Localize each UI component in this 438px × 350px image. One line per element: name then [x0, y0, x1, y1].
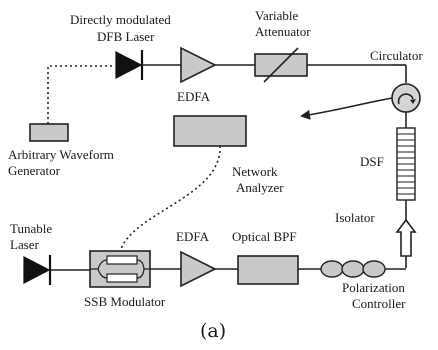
attenuator-label-1: Variable: [255, 8, 299, 23]
optical-bpf-label: Optical BPF: [232, 229, 297, 244]
attenuator-label-2: Attenuator: [255, 24, 311, 39]
dfb-laser-label-2: DFB Laser: [97, 29, 155, 44]
circulator-icon: [391, 83, 421, 113]
polarization-controller-icon: [320, 260, 386, 278]
ssb-modulator-icon: [89, 250, 151, 288]
polarization-controller-label-2: Controller: [352, 296, 406, 311]
circulator-label: Circulator: [370, 48, 423, 63]
optical-bpf-box: [237, 255, 299, 285]
dfb-laser-label-1: Directly modulated: [70, 12, 171, 27]
awg-label-2: Generator: [8, 163, 61, 178]
tunable-laser-label-2: Laser: [10, 237, 40, 252]
edfa-bottom-icon: [180, 250, 217, 288]
edfa-top-icon: [180, 46, 217, 84]
awg-box: [29, 123, 69, 142]
polarization-controller-label-1: Polarization: [342, 280, 405, 295]
arrow-circulator-to-analyzer: [300, 97, 393, 120]
edfa-top-label: EDFA: [177, 89, 211, 104]
variable-attenuator-icon: [254, 47, 308, 83]
isolator-icon: [395, 218, 417, 257]
analyzer-dotted-link: [120, 145, 221, 250]
network-analyzer-box: [173, 115, 247, 147]
awg-dotted-link: [47, 65, 113, 124]
ssb-modulator-label: SSB Modulator: [84, 294, 166, 309]
isolator-label: Isolator: [335, 210, 375, 225]
figure-caption: (a): [200, 320, 226, 342]
tunable-laser-icon: [23, 255, 52, 285]
dsf-coil-icon: [396, 127, 416, 201]
network-analyzer-label-1: Network: [232, 164, 278, 179]
awg-label-1: Arbitrary Waveform: [8, 147, 114, 162]
tunable-laser-label-1: Tunable: [10, 221, 52, 236]
edfa-bottom-label: EDFA: [176, 229, 210, 244]
dfb-laser-icon: [115, 50, 144, 80]
dsf-label: DSF: [360, 154, 384, 169]
network-analyzer-label-2: Analyzer: [236, 180, 284, 195]
